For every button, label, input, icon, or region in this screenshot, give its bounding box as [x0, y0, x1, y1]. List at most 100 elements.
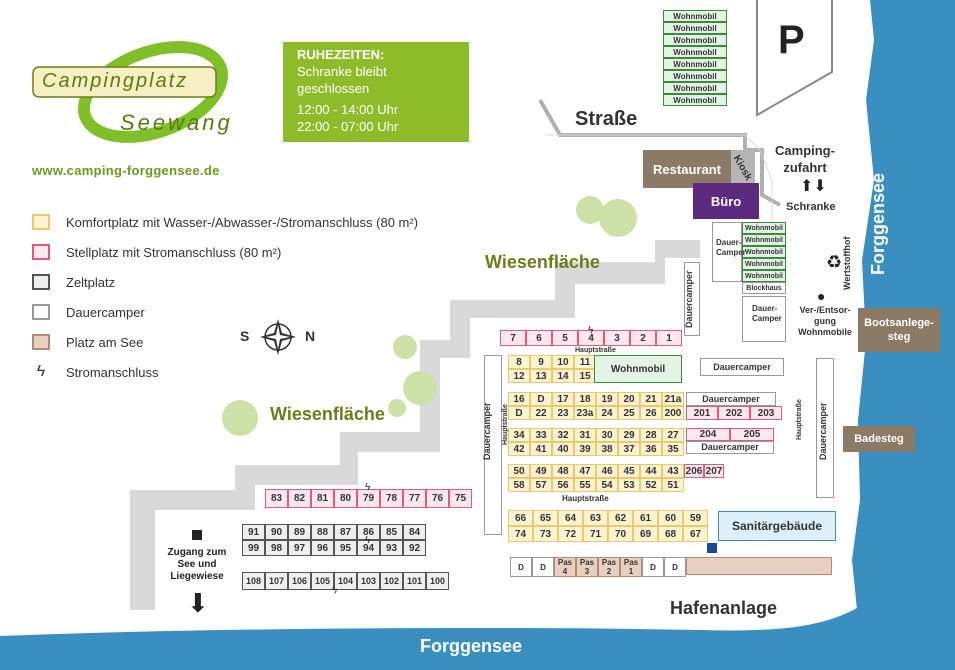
plot-row_z1: 87 — [334, 524, 357, 540]
legend-label: Komfortplatz mit Wasser-/Abwasser-/Strom… — [66, 214, 419, 230]
dauercamper-vertical — [684, 262, 700, 336]
compass-south: S — [240, 328, 250, 344]
plot-row_b1: 17 — [552, 392, 574, 406]
plot-row_b1: 19 — [596, 392, 618, 406]
plot-row_c2: 38 — [596, 442, 618, 456]
office: Büro — [693, 183, 759, 219]
meadow-label-1: Wiesenfläche — [485, 252, 600, 272]
plot-row_b2: 23 — [552, 406, 574, 420]
disposal-line1: Ver-/Entsor- — [799, 305, 851, 315]
plot-row_top: 4 — [578, 330, 604, 346]
plot-row_e2: 68 — [658, 526, 683, 542]
plot-row_d2: 52 — [640, 478, 662, 492]
label-dauer: Dauer- — [752, 304, 778, 313]
plot-row_c1: 28 — [640, 428, 662, 442]
plot-row_c3: 204 — [686, 428, 730, 441]
plot-row_z1: 88 — [311, 524, 334, 540]
plot-row_z2: 92 — [403, 540, 426, 556]
legend-stell: Stellplatz mit Stromanschluss (80 m²) — [32, 242, 281, 262]
plot-row_b1: 16 — [508, 392, 530, 406]
camping-entry-label: Camping- zufahrt — [770, 142, 840, 176]
plot-row_b1: 18 — [574, 392, 596, 406]
quiet-hours-box: RUHEZEITEN: Schranke bleibt geschlossen … — [283, 42, 469, 142]
plot-row_c1: 32 — [552, 428, 574, 442]
kiosk-label: Kiosk — [730, 153, 754, 183]
access-line3: Liegewiese — [170, 571, 224, 582]
plot-row_d1: 49 — [530, 464, 552, 478]
legend-dauer: Dauercamper — [32, 302, 145, 322]
plot-row_e2: 67 — [683, 526, 708, 542]
road-label: Straße — [575, 108, 638, 130]
legend-label: Zeltplatz — [66, 274, 116, 290]
legend-label: Stellplatz mit Stromanschluss (80 m²) — [66, 244, 282, 260]
plot-row_d2: 53 — [618, 478, 640, 492]
plot-row_b1: 21 — [640, 392, 662, 406]
plot-row_top: 3 — [604, 330, 630, 346]
stell-swatch — [32, 244, 50, 260]
zufahrt-line: zufahrt — [783, 160, 827, 175]
plot-row_z3: 106 — [288, 572, 311, 590]
plot-row_top: 6 — [526, 330, 552, 346]
plot-wohnmobil: Wohnmobil — [742, 270, 786, 282]
label-camper: Camper — [716, 248, 746, 257]
plot-wohnmobil: Wohnmobil — [742, 258, 786, 270]
lake-label-bottom: Forggensee — [420, 636, 523, 656]
plot-row_e1: 63 — [583, 510, 608, 526]
jetty-line1: Bootsanlege- — [864, 317, 934, 329]
plot-row_e1: 65 — [533, 510, 558, 526]
plot-row_b1: 20 — [618, 392, 640, 406]
legend-see: Platz am See — [32, 332, 143, 352]
plot-row_a2: 13 — [530, 369, 552, 383]
lightning-icon: ϟ — [365, 535, 371, 546]
label-dauercamper: Dauercamper — [818, 402, 828, 460]
compass-north: N — [305, 328, 316, 344]
tree-circle — [576, 196, 604, 224]
tree-circle — [599, 199, 637, 237]
plot-row_z3: 102 — [380, 572, 403, 590]
accessible-icon — [707, 543, 717, 553]
plot-row_top: 5 — [552, 330, 578, 346]
plot-row_z3: 107 — [265, 572, 288, 590]
lightning-icon: ϟ — [365, 482, 371, 493]
plot-row_stell: 81 — [311, 489, 334, 508]
plot-wohnmobil: Wohnmobil — [663, 82, 727, 94]
bathing-jetty: Badesteg — [843, 426, 915, 452]
logo-swoosh-icon — [32, 41, 229, 143]
plot-row_z2: 94 — [357, 540, 380, 556]
plot-row_stell: 75 — [449, 489, 472, 508]
plot-row_d1p: 207 — [704, 464, 724, 478]
wohnmobil-area: Wohnmobil — [594, 355, 682, 383]
dauercamper-area: Dauercamper — [686, 392, 776, 406]
plot-row_d2: 57 — [530, 478, 552, 492]
dauer-swatch — [32, 304, 50, 320]
dauercamper-area: Dauercamper — [686, 441, 774, 454]
plot-row_a2: 12 — [508, 369, 530, 383]
plot-row_c2: 35 — [662, 442, 684, 456]
plot-row_c1: 33 — [530, 428, 552, 442]
plot-row_b3: 202 — [718, 406, 750, 420]
label-dauercamper: Dauercamper — [684, 270, 694, 328]
restaurant: Restaurant — [643, 150, 731, 188]
tree-circle — [388, 399, 406, 417]
website-url[interactable]: www.camping-forggensee.de — [32, 163, 220, 178]
disposal-label: Ver-/Entsor- gung Wohnmobile — [793, 305, 857, 338]
dauer-camper-box — [742, 296, 786, 342]
label-hauptstrasse: Hauptstraße — [796, 399, 803, 440]
plot-row_d1: 45 — [618, 464, 640, 478]
plot-row_z3: 103 — [357, 572, 380, 590]
plot-row_c1: 31 — [574, 428, 596, 442]
disposal-icon: ♻ — [826, 252, 843, 272]
zelt-swatch — [32, 274, 50, 290]
legend-label: Stromanschluss — [66, 364, 159, 380]
quiet-hours-line2: 12:00 - 14:00 Uhr — [297, 102, 399, 117]
plot-row_d1: 43 — [662, 464, 684, 478]
see-swatch — [32, 334, 50, 350]
plot-row_b2: 23a — [574, 406, 596, 420]
plot-row_a1: 11 — [574, 355, 596, 369]
plot-row_b2: 24 — [596, 406, 618, 420]
access-label: Zugang zum See und Liegewiese — [152, 547, 242, 583]
plot-row_c2: 39 — [574, 442, 596, 456]
dauer-camper-box — [712, 222, 742, 282]
plot-row_z2: 95 — [334, 540, 357, 556]
